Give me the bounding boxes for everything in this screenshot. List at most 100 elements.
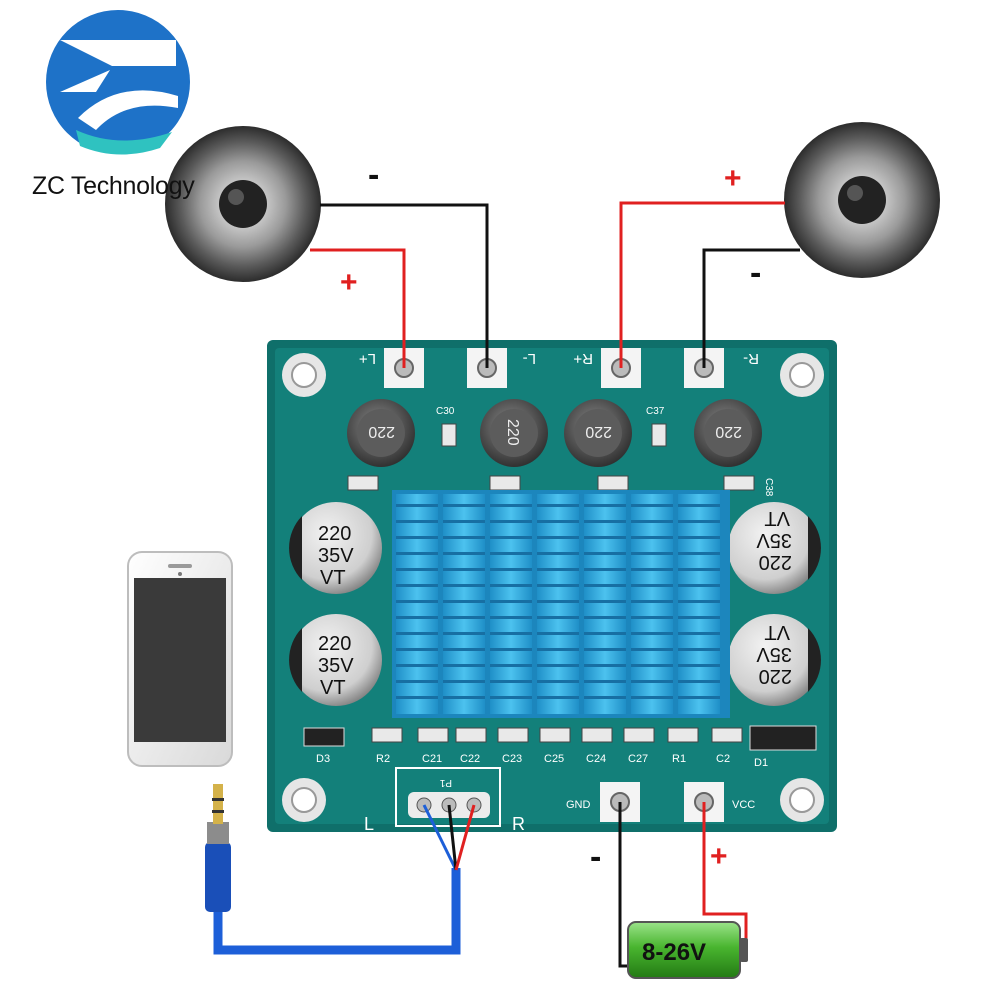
heatsink-groove xyxy=(584,536,626,539)
label-r-minus: R- xyxy=(743,350,759,367)
vcc-wire xyxy=(702,802,748,944)
battery: 8-26V xyxy=(627,921,748,979)
heatsink-groove xyxy=(396,536,438,539)
heatsink-groove xyxy=(631,568,673,571)
smd-capacitor xyxy=(597,475,629,491)
svg-text:VT: VT xyxy=(764,621,790,643)
svg-text:220: 220 xyxy=(318,633,351,655)
diode-d3 xyxy=(303,727,345,747)
label-r-plus: R+ xyxy=(573,350,593,367)
smd-component xyxy=(711,727,743,743)
svg-text:220: 220 xyxy=(318,523,351,545)
heatsink-groove xyxy=(490,616,532,619)
heatsink-groove xyxy=(396,600,438,603)
heatsink-groove xyxy=(490,680,532,683)
heatsink-groove xyxy=(443,520,485,523)
heatsink-groove xyxy=(678,568,720,571)
svg-text:220: 220 xyxy=(759,665,792,687)
heatsink-groove xyxy=(631,664,673,667)
smd-capacitor xyxy=(347,475,379,491)
component-label: C21 xyxy=(422,753,442,765)
label-c37: C37 xyxy=(646,406,665,417)
smd-component xyxy=(417,727,449,743)
heatsink-groove xyxy=(584,600,626,603)
heatsink-groove xyxy=(537,584,579,587)
electrolytic-capacitor: 220 35V VT xyxy=(728,502,821,594)
svg-text:35V: 35V xyxy=(756,529,792,551)
heatsink-groove xyxy=(490,632,532,635)
heatsink-groove xyxy=(443,504,485,507)
electrolytic-capacitor: 220 35V VT xyxy=(289,502,382,594)
heatsink-groove xyxy=(584,648,626,651)
heatsink-groove xyxy=(584,616,626,619)
heatsink-groove xyxy=(537,568,579,571)
heatsink-groove xyxy=(396,504,438,507)
smd-capacitor xyxy=(651,423,667,447)
gnd-minus-sign: - xyxy=(590,838,601,876)
heatsink-groove xyxy=(584,632,626,635)
heatsink-groove xyxy=(490,552,532,555)
label-l-minus: L- xyxy=(523,350,536,367)
heatsink-groove xyxy=(631,680,673,683)
left-plus-sign: + xyxy=(340,266,358,299)
component-label: R1 xyxy=(672,753,686,765)
label-c38: C38 xyxy=(763,478,774,497)
heatsink xyxy=(392,490,730,718)
heatsink-fin xyxy=(490,494,532,714)
svg-text:35V: 35V xyxy=(756,643,792,665)
heatsink-groove xyxy=(396,680,438,683)
mounting-hole xyxy=(780,778,824,822)
right-speaker-positive-wire xyxy=(619,201,785,368)
svg-text:VT: VT xyxy=(320,677,346,699)
heatsink-fin xyxy=(584,494,626,714)
heatsink-groove xyxy=(443,664,485,667)
heatsink-groove xyxy=(584,504,626,507)
heatsink-groove xyxy=(396,616,438,619)
heatsink-groove xyxy=(584,568,626,571)
battery-voltage-label: 8-26V xyxy=(642,939,706,966)
heatsink-groove xyxy=(537,696,579,699)
component-label: C22 xyxy=(460,753,480,765)
electrolytic-capacitor: 220 35V VT xyxy=(728,614,821,706)
heatsink-groove xyxy=(396,696,438,699)
right-speaker xyxy=(784,122,940,278)
heatsink-groove xyxy=(490,536,532,539)
inductor: 220 xyxy=(480,399,548,467)
heatsink-groove xyxy=(443,680,485,683)
heatsink-groove xyxy=(678,696,720,699)
audio-jack-3-5mm xyxy=(205,784,231,912)
label-input-l: L xyxy=(364,814,374,834)
heatsink-groove xyxy=(678,536,720,539)
component-label: R2 xyxy=(376,753,390,765)
heatsink-groove xyxy=(490,648,532,651)
heatsink-groove xyxy=(678,680,720,683)
amplifier-board: L+ L- R+ R- 220 220 220 220 C30 C37 C38 … xyxy=(267,340,837,834)
heatsink-groove xyxy=(537,648,579,651)
heatsink-groove xyxy=(678,632,720,635)
heatsink-groove xyxy=(396,520,438,523)
audio-cable xyxy=(213,804,476,955)
left-speaker-positive-wire xyxy=(310,248,406,368)
heatsink-groove xyxy=(537,616,579,619)
label-c30: C30 xyxy=(436,406,455,417)
heatsink-groove xyxy=(631,552,673,555)
heatsink-groove xyxy=(584,552,626,555)
right-plus-sign: + xyxy=(724,162,742,195)
heatsink-fin xyxy=(396,494,438,714)
heatsink-groove xyxy=(537,552,579,555)
mounting-hole xyxy=(780,353,824,397)
heatsink-groove xyxy=(631,520,673,523)
heatsink-groove xyxy=(396,584,438,587)
label-vcc: VCC xyxy=(732,799,755,811)
heatsink-fin xyxy=(678,494,720,714)
heatsink-groove xyxy=(678,552,720,555)
component-label: C2 xyxy=(716,753,730,765)
smd-component xyxy=(581,727,613,743)
smd-capacitor xyxy=(441,423,457,447)
heatsink-groove xyxy=(631,536,673,539)
heatsink-groove xyxy=(490,568,532,571)
mounting-hole xyxy=(282,353,326,397)
heatsink-groove xyxy=(537,680,579,683)
label-gnd: GND xyxy=(566,799,591,811)
